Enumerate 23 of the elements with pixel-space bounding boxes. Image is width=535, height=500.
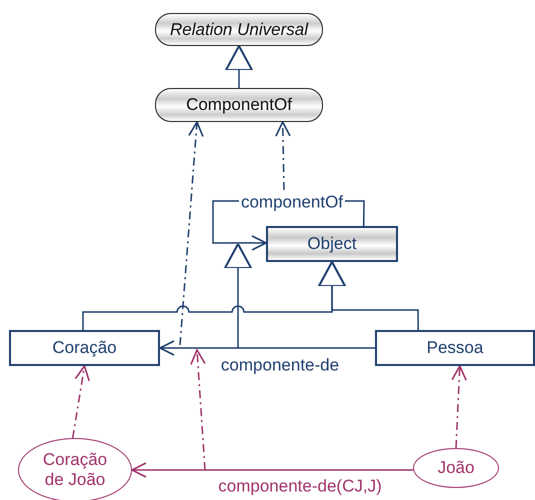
association-arrow xyxy=(159,340,375,356)
dependency-arrow xyxy=(451,365,467,448)
association-arrow xyxy=(131,462,414,478)
dependency-arrow xyxy=(275,121,291,190)
node-label: João xyxy=(436,458,476,478)
node-label: Object xyxy=(307,234,357,254)
edge-label: componente-de(CJ,J) xyxy=(216,478,384,496)
generalization-arrow xyxy=(318,261,419,330)
node-label: Relation Universal xyxy=(170,20,308,40)
dependency-arrow xyxy=(72,365,90,438)
edge-label: componente-de xyxy=(218,356,342,376)
universal-box xyxy=(155,88,323,122)
node-label: Coração de João xyxy=(42,450,108,490)
node-label: Pessoa xyxy=(426,338,484,358)
dependency-arrow xyxy=(179,121,204,346)
class-box xyxy=(375,330,535,366)
node-label: Coração xyxy=(52,338,117,358)
edge-label: componentOf xyxy=(238,194,346,212)
universal-box xyxy=(155,13,323,46)
class-box xyxy=(266,226,398,262)
generalization-arrow xyxy=(225,45,253,88)
class-box xyxy=(9,330,160,366)
node-label: ComponentOf xyxy=(186,95,292,115)
